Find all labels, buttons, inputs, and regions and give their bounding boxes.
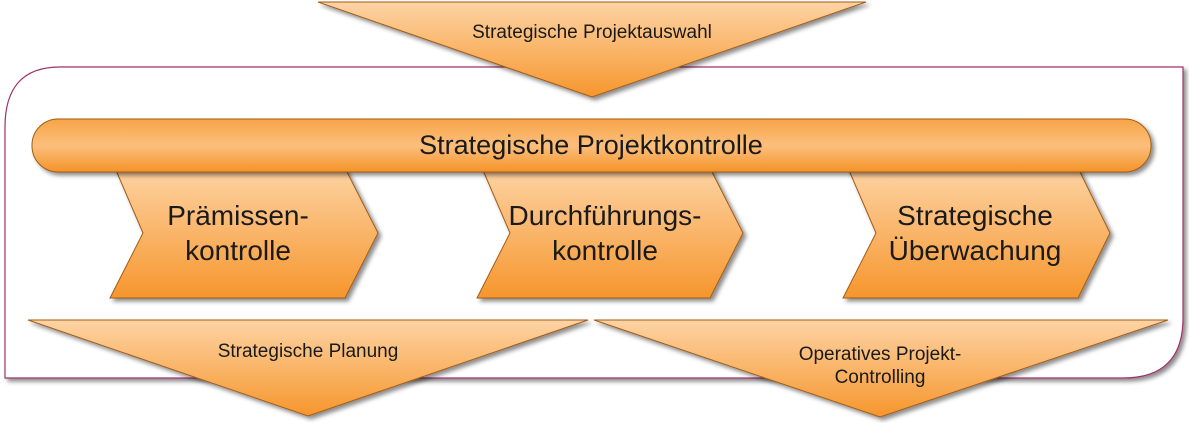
chevron-label-3: Strategische Überwachung [888,200,1062,266]
bottom-arrow-shape-2 [593,319,1169,418]
banner-label: Strategische Projektkontrolle [419,129,763,160]
bottom-arrow-label-1: Strategische Planung [217,340,399,362]
chevron-label-1: Prämissen- kontrolle [167,200,309,266]
top-arrow-shape [317,1,867,98]
banner-shape [31,118,1152,173]
chevron-label-2: Durchführungs- kontrolle [508,200,702,266]
bottom-arrow-label-2: Operatives Projekt- Controlling [798,344,962,388]
top-arrow-label: Strategische Projektauswahl [472,21,712,43]
bottom-arrow-shape-1 [27,319,589,417]
